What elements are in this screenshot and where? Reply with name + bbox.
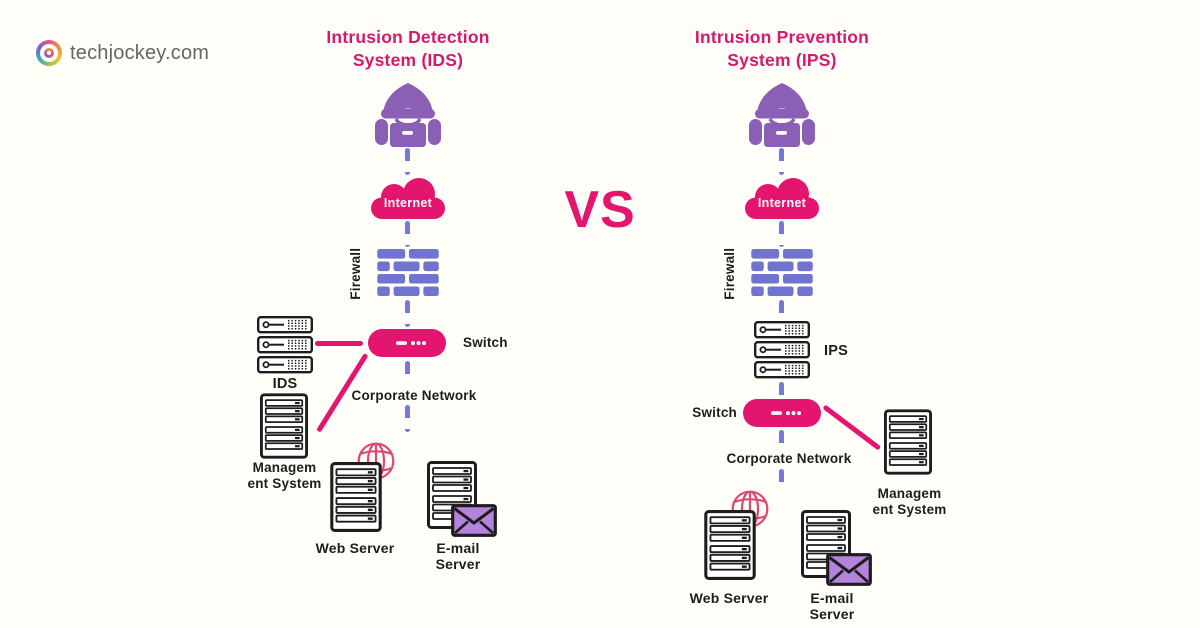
switch-pill-icon <box>368 329 446 357</box>
ids-title-line1: Intrusion Detection <box>326 27 490 47</box>
connector-dashed-line <box>405 300 410 327</box>
management-label-line1: Managem <box>877 486 942 501</box>
ids-title-line2: System (IDS) <box>352 49 464 70</box>
corporate-network-label: Corporate Network <box>351 388 477 403</box>
connector-dashed-line <box>779 382 784 397</box>
management-system-label: Managem ent System <box>232 460 337 491</box>
internet-label: Internet <box>383 196 433 210</box>
envelope-icon <box>826 553 872 586</box>
connector-switch-to-management <box>822 404 882 451</box>
internet-label: Internet <box>757 196 807 210</box>
ips-appliance-label: IPS <box>824 343 848 359</box>
brick-wall-icon <box>377 249 439 297</box>
vs-label: VS <box>564 181 636 239</box>
connector-dashed-line <box>779 221 784 247</box>
envelope-icon <box>451 504 497 537</box>
ips-title-line1: Intrusion Prevention <box>694 27 870 47</box>
corporate-network-label: Corporate Network <box>726 451 852 466</box>
email-label-line2: Server <box>435 556 481 573</box>
spiral-at-icon <box>36 40 62 66</box>
email-label-line1: E-mail <box>810 590 854 606</box>
email-server-label: E-mail Server <box>797 590 867 622</box>
hacker-icon <box>744 83 820 147</box>
firewall-label: Firewall <box>722 247 738 300</box>
switch-label: Switch <box>463 335 508 350</box>
connector-dashed-line <box>405 361 410 385</box>
hacker-icon <box>370 83 446 147</box>
management-tower-server-icon <box>260 393 308 459</box>
ids-rack-server-icon <box>257 316 313 374</box>
web-server-tower-icon <box>704 510 756 580</box>
web-server-tower-icon <box>330 462 382 532</box>
ids-diagram-title: Intrusion Detection System (IDS) <box>283 26 533 72</box>
ids-appliance-label: IDS <box>272 376 298 392</box>
web-server-label: Web Server <box>315 540 395 556</box>
ips-title-line2: System (IPS) <box>727 49 837 70</box>
web-server-label: Web Server <box>689 590 769 606</box>
connector-ids-to-switch <box>315 341 363 346</box>
brand-logo: techjockey.com <box>36 40 209 66</box>
brick-wall-icon <box>751 249 813 297</box>
ips-diagram-title: Intrusion Prevention System (IPS) <box>657 26 907 72</box>
email-label-line2: Server <box>809 606 855 623</box>
ips-rack-server-icon <box>754 321 810 379</box>
connector-dashed-line <box>779 469 784 493</box>
switch-label: Switch <box>692 405 737 420</box>
management-label-line1: Managem <box>252 460 317 475</box>
connector-dashed-line <box>405 405 410 432</box>
management-tower-server-icon <box>884 409 932 475</box>
connector-dashed-line <box>779 300 784 326</box>
connector-dashed-line <box>405 221 410 247</box>
email-label-line1: E-mail <box>436 540 480 556</box>
firewall-label: Firewall <box>348 247 364 300</box>
connector-dashed-line <box>779 148 784 175</box>
management-label-line2: ent System <box>872 501 947 517</box>
switch-pill-icon <box>743 399 821 427</box>
management-label-line2: ent System <box>247 475 322 491</box>
brand-text: techjockey.com <box>70 41 210 64</box>
connector-dashed-line <box>779 430 784 448</box>
email-server-label: E-mail Server <box>423 540 493 572</box>
connector-dashed-line <box>405 148 410 175</box>
management-system-label: Managem ent System <box>857 486 962 517</box>
